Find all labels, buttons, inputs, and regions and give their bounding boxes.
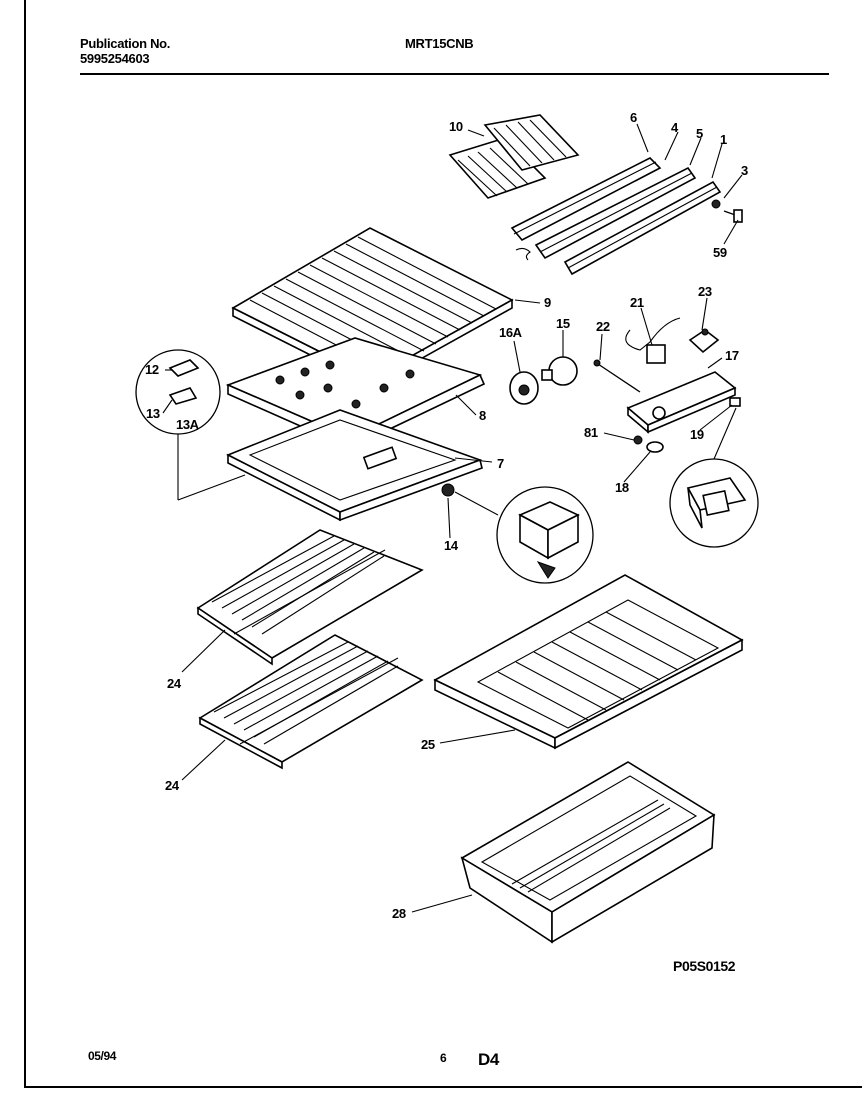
- callout-18: 18: [615, 480, 629, 495]
- figure-id: P05S0152: [673, 958, 736, 974]
- ice-tray-group: [448, 114, 580, 199]
- callout-7: 7: [497, 456, 504, 471]
- wire-shelf-upper: [196, 529, 424, 666]
- publication-number: 5995254603: [80, 51, 150, 66]
- evaporator-cover: [226, 409, 483, 522]
- callout-19: 19: [690, 427, 704, 442]
- header-rule: [80, 73, 829, 75]
- callout-13: 13: [146, 406, 160, 421]
- callout-5: 5: [696, 126, 703, 141]
- callout-24-lower: 24: [165, 778, 179, 793]
- callout-4: 4: [671, 120, 678, 135]
- crisper-pan: [460, 761, 716, 944]
- callout-9: 9: [544, 295, 551, 310]
- callout-25: 25: [421, 737, 435, 752]
- callout-21: 21: [630, 295, 644, 310]
- detail-circle-center: [454, 486, 594, 584]
- leader-lines: [162, 123, 743, 913]
- callout-15: 15: [556, 316, 570, 331]
- callout-17: 17: [725, 348, 739, 363]
- callout-16A: 16A: [499, 325, 522, 340]
- control-parts: [441, 317, 741, 497]
- detail-circle-left: [135, 349, 246, 501]
- footer-date: 05/94: [88, 1049, 117, 1063]
- rail-group: [510, 157, 743, 276]
- footer-page-number: 6: [440, 1051, 447, 1065]
- callout-1: 1: [720, 132, 727, 147]
- crisper-cover: [433, 574, 744, 750]
- model-number: MRT15CNB: [405, 36, 474, 51]
- callout-24-upper: 24: [167, 676, 181, 691]
- callout-13A: 13A: [176, 417, 199, 432]
- callout-81: 81: [584, 425, 598, 440]
- publication-label: Publication No.: [80, 36, 171, 51]
- callout-10: 10: [449, 119, 463, 134]
- footer-section: D4: [478, 1050, 499, 1069]
- wire-shelf-lower: [198, 634, 424, 770]
- callout-12: 12: [145, 362, 159, 377]
- callout-6: 6: [630, 110, 637, 125]
- callout-23: 23: [698, 284, 712, 299]
- callout-3: 3: [741, 163, 748, 178]
- page-frame: [24, 0, 862, 1088]
- callout-28: 28: [392, 906, 406, 921]
- detail-circle-right: [669, 407, 759, 548]
- callout-14: 14: [444, 538, 458, 553]
- callout-22: 22: [596, 319, 610, 334]
- callout-59: 59: [713, 245, 727, 260]
- callout-8: 8: [479, 408, 486, 423]
- light-assembly: [509, 356, 578, 405]
